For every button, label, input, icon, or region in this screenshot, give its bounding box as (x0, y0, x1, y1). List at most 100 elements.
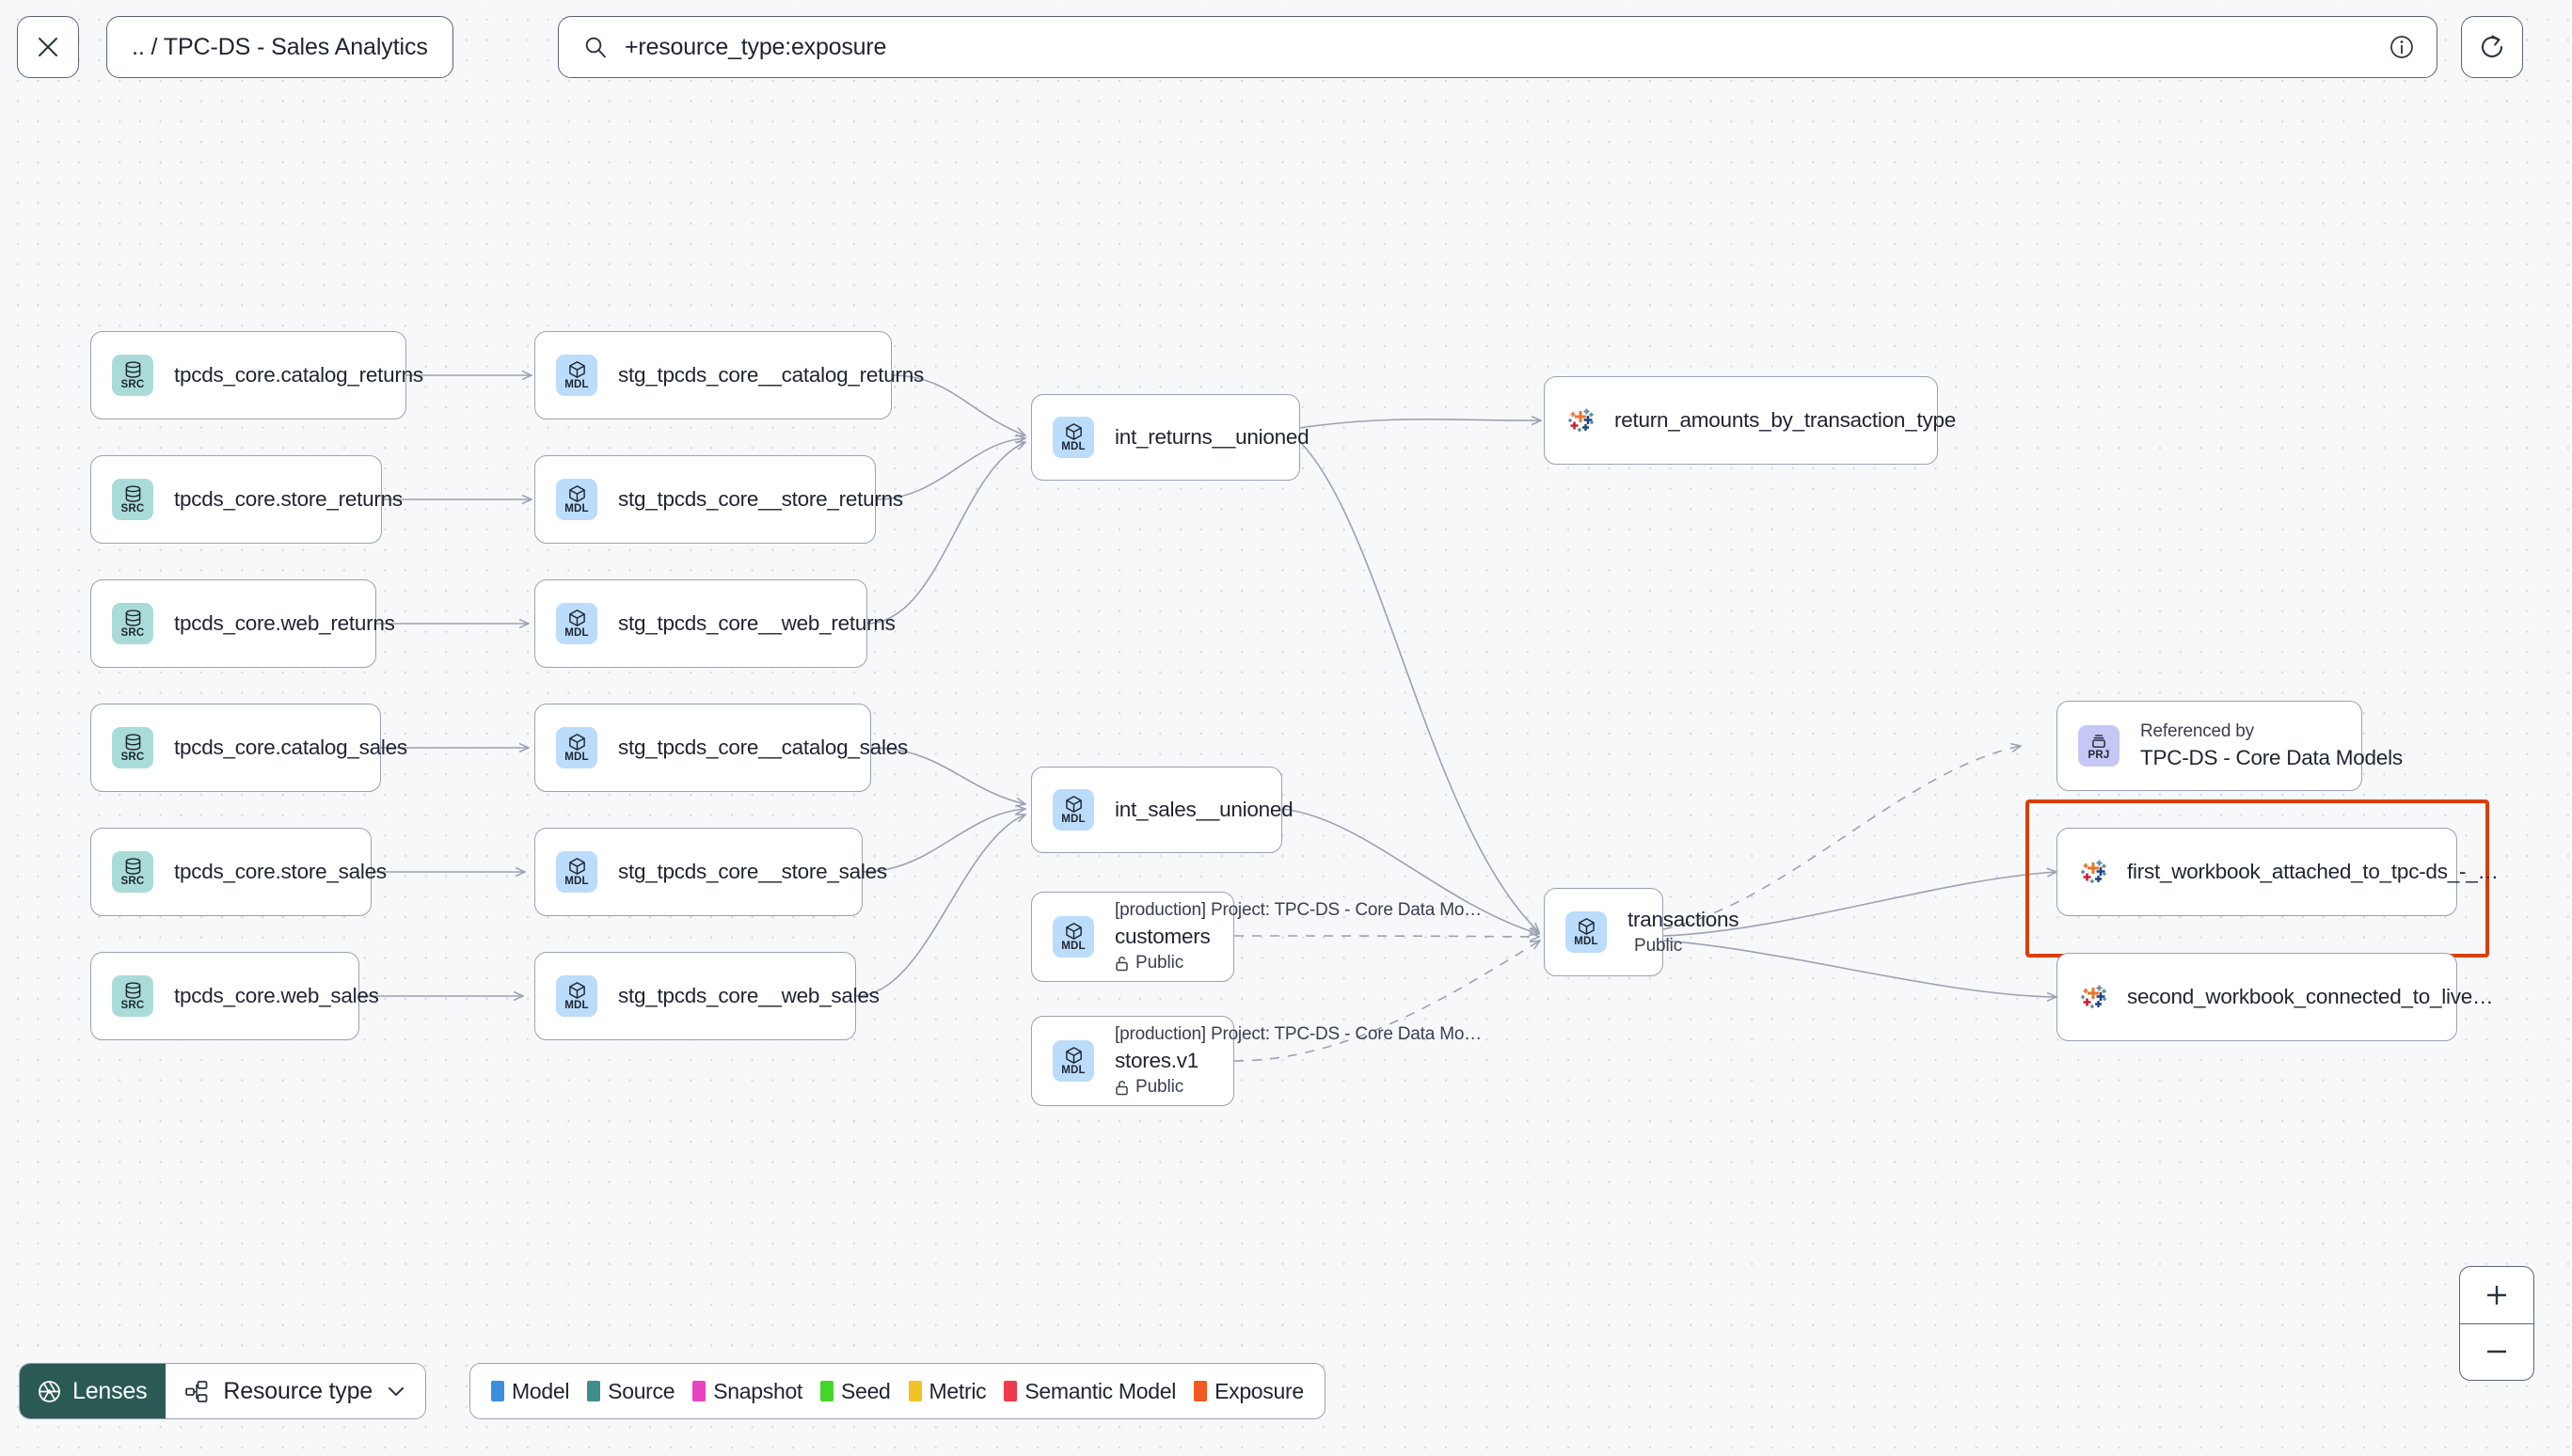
node-label: stg_tpcds_core__web_returns (618, 611, 896, 635)
node-model-stg-catalog-returns[interactable]: MDL stg_tpcds_core__catalog_returns (534, 331, 924, 419)
legend-item-source[interactable]: Source (587, 1379, 675, 1404)
close-button[interactable] (17, 16, 79, 78)
node-exposure-return-amounts[interactable]: return_amounts_by_transaction_type (1544, 376, 1956, 465)
node-body: Referenced by TPC-DS - Core Data Models (2140, 721, 2403, 770)
legend-swatch (491, 1381, 504, 1401)
resource-type-dropdown[interactable]: Resource type (166, 1364, 426, 1418)
node-model-int-sales-unioned[interactable]: MDL int_sales__unioned (1031, 767, 1294, 853)
lenses-button[interactable]: Lenses (20, 1364, 167, 1418)
legend-label: Model (512, 1378, 570, 1403)
cube-icon (1578, 918, 1595, 936)
legend-item-snapshot[interactable]: Snapshot (692, 1379, 802, 1404)
node-label: tpcds_core.store_sales (174, 860, 387, 883)
node-model-stores-v1[interactable]: MDL [production] Project: TPC-DS - Core … (1031, 1016, 1482, 1106)
node-access-label: Public (1135, 1077, 1184, 1097)
model-badge-text: MDL (564, 627, 589, 640)
legend-item-semantic-model[interactable]: Semantic Model (1004, 1379, 1176, 1404)
node-model-transactions[interactable]: MDL transactions Public (1544, 888, 1739, 976)
node-access: Public (1115, 953, 1213, 973)
node-label: int_sales__unioned (1115, 798, 1294, 821)
node-model-stg-web-returns[interactable]: MDL stg_tpcds_core__web_returns (534, 579, 896, 668)
model-badge-text: MDL (564, 752, 589, 764)
search-icon (585, 37, 606, 58)
legend-swatch (908, 1381, 922, 1401)
cube-icon (568, 485, 585, 503)
source-badge: SRC (112, 975, 153, 1017)
node-label: stg_tpcds_core__catalog_returns (618, 363, 924, 387)
legend-item-seed[interactable]: Seed (820, 1379, 891, 1404)
source-badge: SRC (112, 851, 153, 893)
model-badge: MDL (1053, 789, 1094, 831)
zoom-controls (2459, 1266, 2534, 1381)
node-model-stg-catalog-sales[interactable]: MDL stg_tpcds_core__catalog_sales (534, 704, 908, 792)
tableau-icon (1565, 404, 1597, 436)
node-model-stg-store-returns[interactable]: MDL stg_tpcds_core__store_returns (534, 455, 903, 544)
node-model-customers[interactable]: MDL [production] Project: TPC-DS - Core … (1031, 892, 1482, 982)
model-badge: MDL (556, 479, 597, 520)
node-body: [production] Project: TPC-DS - Core Data… (1115, 1024, 1482, 1098)
node-access: Public (1115, 1077, 1213, 1098)
aperture-icon (39, 1380, 60, 1402)
node-model-stg-web-sales[interactable]: MDL stg_tpcds_core__web_sales (534, 952, 880, 1040)
node-project-label: [production] Project: TPC-DS - Core Data… (1115, 900, 1482, 920)
node-label: stg_tpcds_core__web_sales (618, 984, 880, 1007)
node-label: tpcds_core.catalog_sales (174, 736, 407, 759)
legend-label: Seed (841, 1378, 891, 1403)
database-icon (125, 361, 140, 378)
database-icon (125, 609, 140, 626)
model-badge-text: MDL (564, 1000, 589, 1012)
node-exposure-second-workbook[interactable]: second_workbook_connected_to_live… (2056, 953, 2494, 1041)
info-icon (2390, 36, 2413, 58)
cube-icon (1065, 423, 1082, 441)
node-name: customers (1115, 925, 1211, 948)
close-icon (39, 38, 57, 56)
source-badge-text: SRC (120, 999, 145, 1011)
legend-item-metric[interactable]: Metric (908, 1378, 987, 1404)
cube-icon (1065, 923, 1082, 941)
header-bar: .. / TPC-DS - Sales Analytics +resource_… (0, 0, 2572, 109)
node-model-int-returns-unioned[interactable]: MDL int_returns__unioned (1031, 394, 1310, 481)
node-model-stg-store-sales[interactable]: MDL stg_tpcds_core__store_sales (534, 828, 887, 916)
node-source-catalog-returns[interactable]: SRC tpcds_core.catalog_returns (90, 331, 423, 419)
tableau-icon (2078, 856, 2110, 888)
legend-label: Metric (929, 1378, 987, 1403)
model-badge-text: MDL (1061, 1065, 1086, 1077)
database-icon (125, 982, 140, 999)
node-project-referenced-by[interactable]: PRJ Referenced by TPC-DS - Core Data Mod… (2056, 701, 2403, 791)
node-name: transactions (1627, 908, 1739, 931)
node-source-web-sales[interactable]: SRC tpcds_core.web_sales (90, 952, 379, 1040)
model-badge: MDL (556, 975, 597, 1017)
model-badge-text: MDL (1061, 814, 1086, 826)
plus-icon (2487, 1285, 2506, 1305)
refresh-button[interactable] (2461, 16, 2523, 78)
zoom-out-button[interactable] (2460, 1322, 2533, 1381)
minus-icon (2487, 1351, 2506, 1353)
legend: Model Source Snapshot Seed Metric Semant… (469, 1363, 1326, 1419)
unlock-icon (1116, 1080, 1128, 1095)
legend-item-model[interactable]: Model (491, 1379, 569, 1404)
cube-icon (568, 982, 585, 1000)
node-label: tpcds_core.store_returns (174, 487, 403, 511)
lenses-label: Lenses (72, 1377, 148, 1404)
node-source-web-returns[interactable]: SRC tpcds_core.web_returns (90, 579, 395, 668)
cube-icon (568, 858, 585, 876)
hierarchy-icon (185, 1380, 208, 1402)
breadcrumb[interactable]: .. / TPC-DS - Sales Analytics (106, 16, 453, 78)
model-badge-text: MDL (564, 876, 589, 888)
zoom-in-button[interactable] (2460, 1267, 2533, 1323)
node-source-store-returns[interactable]: SRC tpcds_core.store_returns (90, 455, 403, 544)
lenses-control-group: Lenses Resource type (19, 1363, 427, 1419)
model-badge-text: MDL (1574, 936, 1598, 948)
search-query-text: +resource_type:exposure (625, 33, 887, 60)
cube-icon (568, 361, 585, 379)
node-exposure-first-workbook[interactable]: first_workbook_attached_to_tpc-ds_-_… (2056, 828, 2499, 916)
project-badge-text: PRJ (2088, 749, 2110, 761)
node-source-catalog-sales[interactable]: SRC tpcds_core.catalog_sales (90, 704, 407, 792)
node-label: first_workbook_attached_to_tpc-ds_-_… (2127, 860, 2499, 883)
node-source-store-sales[interactable]: SRC tpcds_core.store_sales (90, 828, 387, 916)
legend-item-exposure[interactable]: Exposure (1194, 1379, 1304, 1404)
model-badge: MDL (1053, 1040, 1094, 1082)
model-badge-text: MDL (1061, 941, 1086, 953)
search-input[interactable]: +resource_type:exposure (558, 16, 2437, 78)
